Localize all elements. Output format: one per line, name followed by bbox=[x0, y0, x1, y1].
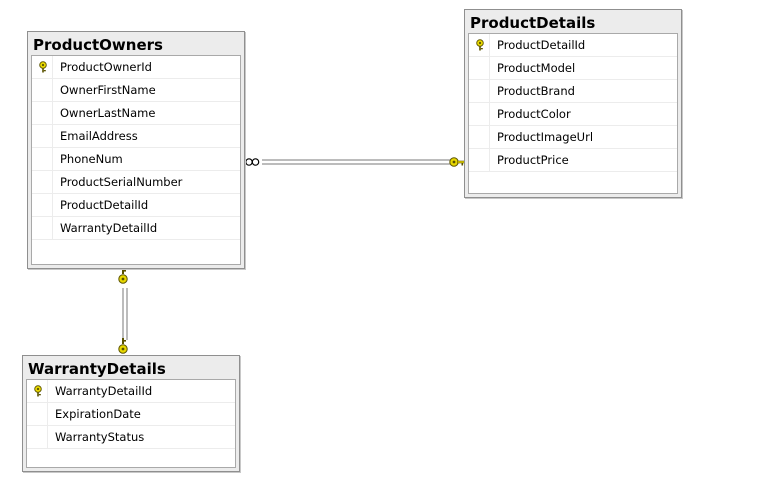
column-name: ProductImageUrl bbox=[497, 130, 594, 144]
column-name: OwnerFirstName bbox=[60, 83, 156, 97]
column-row[interactable]: OwnerLastName bbox=[32, 102, 240, 125]
column-row[interactable]: ProductSerialNumber bbox=[32, 171, 240, 194]
column-row[interactable]: WarrantyDetailId bbox=[32, 217, 240, 240]
column-name: ProductBrand bbox=[497, 84, 575, 98]
column-row[interactable]: PhoneNum bbox=[32, 148, 240, 171]
row-marker bbox=[469, 149, 490, 171]
column-name: ProductOwnerId bbox=[60, 60, 152, 74]
primary-key-icon bbox=[476, 39, 484, 51]
column-row[interactable]: ProductDetailId bbox=[469, 34, 677, 57]
relationship-owners-to-product-details[interactable] bbox=[245, 157, 465, 167]
primary-key-icon bbox=[34, 385, 42, 397]
column-name: ProductSerialNumber bbox=[60, 175, 183, 189]
column-row[interactable]: ProductBrand bbox=[469, 80, 677, 103]
row-marker bbox=[32, 102, 53, 124]
row-marker bbox=[27, 403, 48, 425]
column-row[interactable]: ProductPrice bbox=[469, 149, 677, 172]
row-marker bbox=[32, 148, 53, 170]
row-marker bbox=[32, 217, 53, 239]
column-name: ExpirationDate bbox=[55, 407, 141, 421]
column-row[interactable]: WarrantyStatus bbox=[27, 426, 235, 449]
column-list: ProductOwnerId OwnerFirstName OwnerLastN… bbox=[31, 55, 241, 265]
row-marker bbox=[469, 126, 490, 148]
column-list: ProductDetailId ProductModel ProductBran… bbox=[468, 33, 678, 194]
column-name: ProductModel bbox=[497, 61, 576, 75]
table-title: ProductDetails bbox=[470, 14, 596, 32]
column-row[interactable]: WarrantyDetailId bbox=[27, 380, 235, 403]
key-icon bbox=[449, 157, 465, 167]
row-marker bbox=[469, 57, 490, 79]
table-title: ProductOwners bbox=[33, 36, 163, 54]
infinity-icon bbox=[245, 158, 260, 166]
column-row[interactable]: ProductImageUrl bbox=[469, 126, 677, 149]
column-row[interactable]: ProductOwnerId bbox=[32, 56, 240, 79]
column-name: ProductDetailId bbox=[497, 38, 586, 52]
table-title: WarrantyDetails bbox=[28, 360, 166, 378]
column-name: OwnerLastName bbox=[60, 106, 156, 120]
column-row[interactable]: ExpirationDate bbox=[27, 403, 235, 426]
column-name: PhoneNum bbox=[60, 152, 123, 166]
row-marker bbox=[27, 426, 48, 448]
table-product-owners[interactable]: ProductOwners ProductOwnerId OwnerFirstN… bbox=[27, 31, 245, 269]
row-marker bbox=[32, 194, 53, 216]
column-name: ProductDetailId bbox=[60, 198, 149, 212]
column-row[interactable]: ProductModel bbox=[469, 57, 677, 80]
row-marker bbox=[32, 125, 53, 147]
column-name: EmailAddress bbox=[60, 129, 138, 143]
row-marker bbox=[32, 171, 53, 193]
table-warranty-details[interactable]: WarrantyDetails WarrantyDetailId Expirat… bbox=[22, 355, 240, 472]
column-name: WarrantyStatus bbox=[55, 430, 145, 444]
relationship-owners-to-warranty-details[interactable] bbox=[118, 268, 128, 354]
column-row[interactable]: ProductColor bbox=[469, 103, 677, 126]
column-row[interactable]: OwnerFirstName bbox=[32, 79, 240, 102]
key-icon bbox=[118, 338, 128, 354]
row-marker bbox=[469, 103, 490, 125]
key-icon bbox=[118, 268, 128, 284]
column-name: ProductPrice bbox=[497, 153, 569, 167]
column-name: WarrantyDetailId bbox=[55, 384, 153, 398]
primary-key-icon bbox=[39, 61, 47, 73]
row-marker bbox=[32, 79, 53, 101]
primary-key-marker bbox=[32, 56, 53, 78]
column-list: WarrantyDetailId ExpirationDate Warranty… bbox=[26, 379, 236, 468]
column-row[interactable]: EmailAddress bbox=[32, 125, 240, 148]
column-name: WarrantyDetailId bbox=[60, 221, 158, 235]
row-marker bbox=[469, 80, 490, 102]
primary-key-marker bbox=[469, 34, 490, 56]
table-product-details[interactable]: ProductDetails ProductDetailId ProductMo… bbox=[464, 9, 682, 198]
primary-key-marker bbox=[27, 380, 48, 402]
column-row[interactable]: ProductDetailId bbox=[32, 194, 240, 217]
column-name: ProductColor bbox=[497, 107, 571, 121]
